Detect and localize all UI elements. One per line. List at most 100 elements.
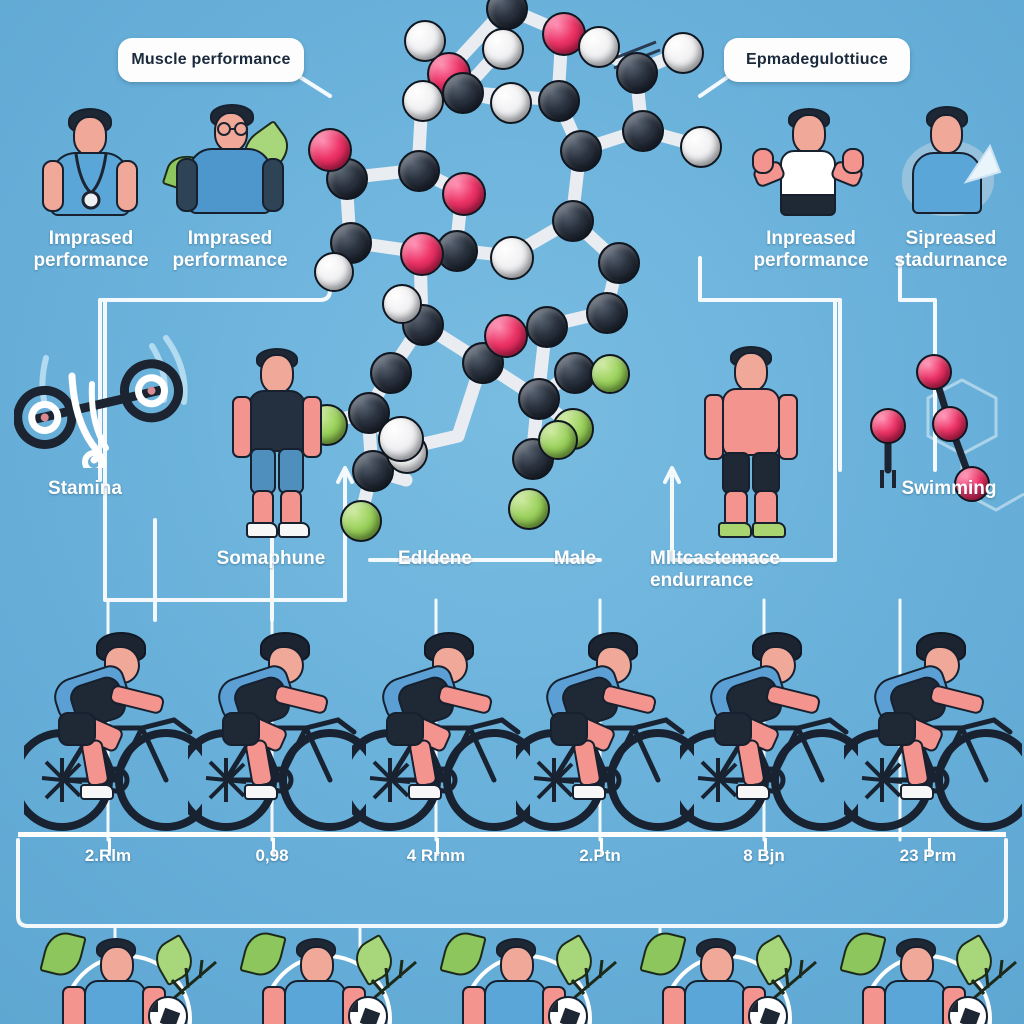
atom-carbon [370,352,412,394]
shoe [736,784,770,800]
timeline-tick [600,838,603,856]
leaf-icon [39,928,87,980]
shoe [80,784,114,800]
bottom-athlete [430,928,620,1024]
caption-edldene: Edldene [398,548,472,569]
figure-standing-cyclist-suit [228,348,328,538]
leg-left [724,490,748,528]
head [300,946,334,984]
bottom-athlete [30,928,220,1024]
torso-suit [248,390,306,452]
atom-hydrogen [578,26,620,68]
atom-hydrogen [402,80,444,122]
atom-halogen [340,500,382,542]
shoe [244,784,278,800]
figure-swimmer-bust [892,106,1004,216]
cyclist [503,628,709,834]
soccer-ball-icon [748,996,788,1024]
atom-oxygen [954,466,990,502]
callout-epmadegulottiuce[interactable]: Epmadegulottiuce [724,38,910,82]
caption-male: Male [553,548,597,569]
fist-left [752,148,774,174]
timeline-label: 2.Ptn [579,846,621,865]
atom-carbon [622,110,664,152]
timeline-label: 8 Bjn [743,846,785,865]
arm-left [862,986,886,1024]
head [100,946,134,984]
atom-halogen [508,488,550,530]
head [500,946,534,984]
atom-hydrogen [490,236,534,280]
leaf-icon [439,928,487,980]
torso-shirt [912,152,982,214]
arm-left [662,986,686,1024]
soccer-ball-icon [348,996,388,1024]
soccer-ball-icon [548,996,588,1024]
shorts [222,712,260,746]
shoe-left [718,522,752,538]
torso-tanktop [484,980,546,1024]
shorts [386,712,424,746]
timeline-tick [108,838,111,856]
cyclist [831,628,1024,834]
timeline-tick [436,838,439,856]
atom-carbon [552,200,594,242]
callout-label: Muscle performance [131,51,291,68]
caption-top-1: Imprased performance [33,228,149,272]
shorts [878,712,916,746]
arm-left [176,158,198,212]
shorts-right [278,448,304,494]
atom-hydrogen [482,28,524,70]
timeline-label: 0,98 [255,846,289,865]
torso-tanktop [84,980,146,1024]
stethoscope-icon [74,153,108,210]
caption-muscle-endurance: Mlltcastemace endurrance [650,548,780,592]
bottom-athlete [630,928,820,1024]
head [700,946,734,984]
cyclist [175,628,381,834]
atom-hydrogen [382,284,422,324]
shoe [900,784,934,800]
atom-hydrogen [490,82,532,124]
torso-bare [722,388,780,456]
branch-icon [770,959,817,1000]
shorts-left [250,448,276,494]
bottom-athlete [230,928,420,1024]
arm-left [232,396,252,458]
branch-icon [970,959,1017,1000]
shorts [780,194,836,216]
head [260,354,294,394]
caption-top-2: Imprased performance [172,228,288,272]
atom-carbon [616,52,658,94]
arm-left [704,394,724,460]
timeline-tick [928,838,931,856]
arm-left [62,986,86,1024]
fist-right [842,148,864,174]
leaf-icon [639,928,687,980]
atom-carbon [442,72,484,114]
torso-tanktop [284,980,346,1024]
torso-tanktop [780,150,836,198]
arm-left [462,986,486,1024]
shoe [572,784,606,800]
caption-swimming: Swimming [901,478,997,499]
shoe-right [278,522,310,538]
atom-carbon [526,306,568,348]
atom-hydrogen [314,252,354,292]
barbell-icon [13,348,184,474]
callout-muscle-performance[interactable]: Muscle performance [118,38,304,82]
head [73,116,107,156]
timeline-label: 2.Rlm [84,846,132,865]
arm-right [116,160,138,212]
timeline-label: 23 Prm [899,846,957,865]
atom-carbon [598,242,640,284]
torso-tanktop [884,980,946,1024]
atom-carbon [538,80,580,122]
torso-shirt [188,148,272,214]
atom-oxygen [870,408,906,444]
shorts-left [722,452,750,494]
arm-right [262,158,284,212]
timeline-axis [18,832,1006,837]
head [792,114,826,154]
atom-halogen [538,420,578,460]
